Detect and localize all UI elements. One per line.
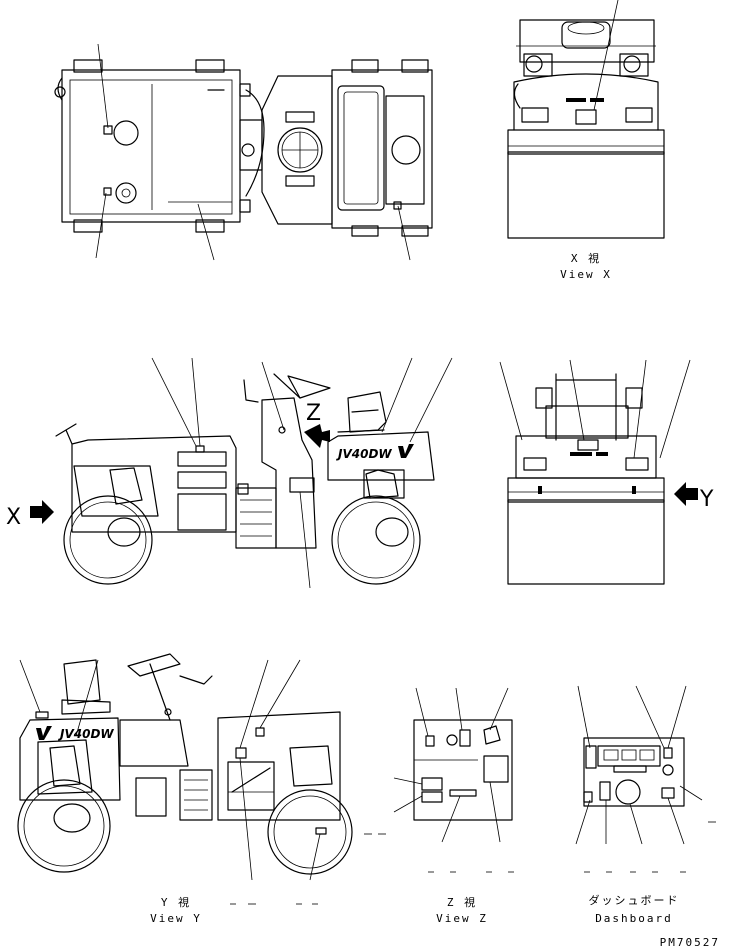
svg-text:X 視: X 視 [571,251,601,265]
view-y-detail: JV40DW [17,653,386,905]
drawing-number: PM70527 [660,936,720,949]
view-y-drawing: Y [499,359,714,585]
side-view: JV40DW Z X [6,357,453,589]
svg-text:Y 視: Y 視 [161,895,191,909]
svg-text:JV40DW: JV40DW [336,447,392,461]
svg-text:Y: Y [699,487,714,512]
svg-text:X: X [6,505,21,530]
view-x-caption: X 視 View X [560,251,612,281]
view-z-caption: Z 視 View Z [436,895,488,925]
top-view [54,43,433,261]
svg-text:View Z: View Z [436,912,488,925]
svg-text:Dashboard: Dashboard [595,912,673,925]
dashboard-caption: ダッシュボード Dashboard [589,893,680,925]
view-z-drawing [393,687,514,873]
svg-text:JV40DW: JV40DW [58,727,114,741]
svg-text:Z: Z [306,401,321,426]
svg-text:View Y: View Y [150,912,202,925]
svg-text:ダッシュボード: ダッシュボード [589,893,680,907]
svg-text:Z 視: Z 視 [447,895,477,909]
view-x-drawing [507,0,665,239]
view-y-caption: Y 視 View Y [150,895,202,925]
svg-text:View X: View X [560,268,612,281]
dashboard-drawing [575,685,716,873]
